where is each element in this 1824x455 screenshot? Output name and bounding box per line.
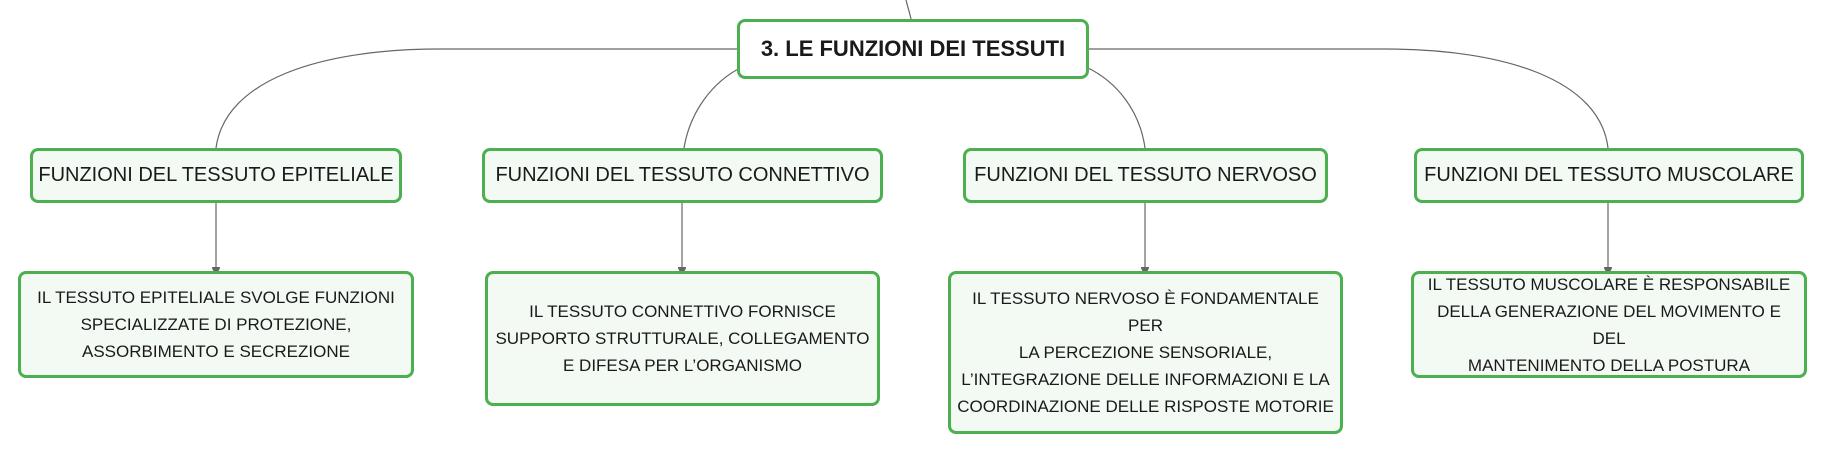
topic-connettivo[interactable]: FUNZIONI DEL TESSUTO CONNETTIVO [482,148,883,203]
detail-line: DELLA GENERAZIONE DEL MOVIMENTO E DEL [1437,301,1781,348]
connector-parent-root [905,0,912,20]
detail-epiteliale-text: IL TESSUTO EPITELIALE SVOLGE FUNZIONI SP… [37,284,395,365]
detail-nervoso-text: IL TESSUTO NERVOSO È FONDAMENTALE PER LA… [957,285,1334,420]
detail-epiteliale[interactable]: IL TESSUTO EPITELIALE SVOLGE FUNZIONI SP… [18,271,414,378]
detail-line: LA PERCEZIONE SENSORIALE, [1018,343,1273,362]
detail-line: SUPPORTO STRUTTURALE, COLLEGAMENTO [495,329,870,348]
connector-root-epiteliale [215,48,737,149]
detail-line: COORDINAZIONE DELLE RISPOSTE MOTORIE [957,397,1334,416]
topic-epiteliale-label: FUNZIONI DEL TESSUTO EPITELIALE [38,164,394,186]
topic-epiteliale[interactable]: FUNZIONI DEL TESSUTO EPITELIALE [30,148,402,203]
detail-line: L’INTEGRAZIONE DELLE INFORMAZIONI E LA [961,370,1330,389]
detail-muscolare-text: IL TESSUTO MUSCOLARE È RESPONSABILE DELL… [1420,271,1798,379]
detail-line: ASSORBIMENTO E SECREZIONE [82,342,350,361]
root-topic-label: 3. LE FUNZIONI DEI TESSUTI [760,36,1066,61]
detail-line: IL TESSUTO CONNETTIVO FORNISCE [529,302,836,321]
detail-connettivo-text: IL TESSUTO CONNETTIVO FORNISCE SUPPORTO … [495,298,869,379]
connector-root-muscolare [1089,48,1609,149]
connector-root-nervoso [1085,66,1146,149]
topic-nervoso-label: FUNZIONI DEL TESSUTO NERVOSO [974,164,1317,186]
topic-connettivo-label: FUNZIONI DEL TESSUTO CONNETTIVO [495,164,870,186]
detail-line: IL TESSUTO MUSCOLARE È RESPONSABILE [1427,274,1791,294]
topic-nervoso[interactable]: FUNZIONI DEL TESSUTO NERVOSO [963,148,1328,203]
detail-nervoso[interactable]: IL TESSUTO NERVOSO È FONDAMENTALE PER LA… [948,271,1343,434]
detail-line: SPECIALIZZATE DI PROTEZIONE, [80,315,352,334]
detail-line: IL TESSUTO NERVOSO È FONDAMENTALE PER [972,289,1319,335]
connector-root-connettivo [683,66,743,149]
detail-line: E DIFESA PER L’ORGANISMO [562,356,802,375]
detail-line: IL TESSUTO EPITELIALE SVOLGE FUNZIONI [37,288,395,307]
detail-connettivo[interactable]: IL TESSUTO CONNETTIVO FORNISCE SUPPORTO … [485,271,880,406]
detail-line: MANTENIMENTO DELLA POSTURA [1467,355,1751,375]
detail-muscolare[interactable]: IL TESSUTO MUSCOLARE È RESPONSABILE DELL… [1411,271,1807,378]
topic-muscolare[interactable]: FUNZIONI DEL TESSUTO MUSCOLARE [1414,148,1804,203]
topic-muscolare-label: FUNZIONI DEL TESSUTO MUSCOLARE [1424,164,1794,186]
root-topic[interactable]: 3. LE FUNZIONI DEI TESSUTI [737,19,1089,79]
